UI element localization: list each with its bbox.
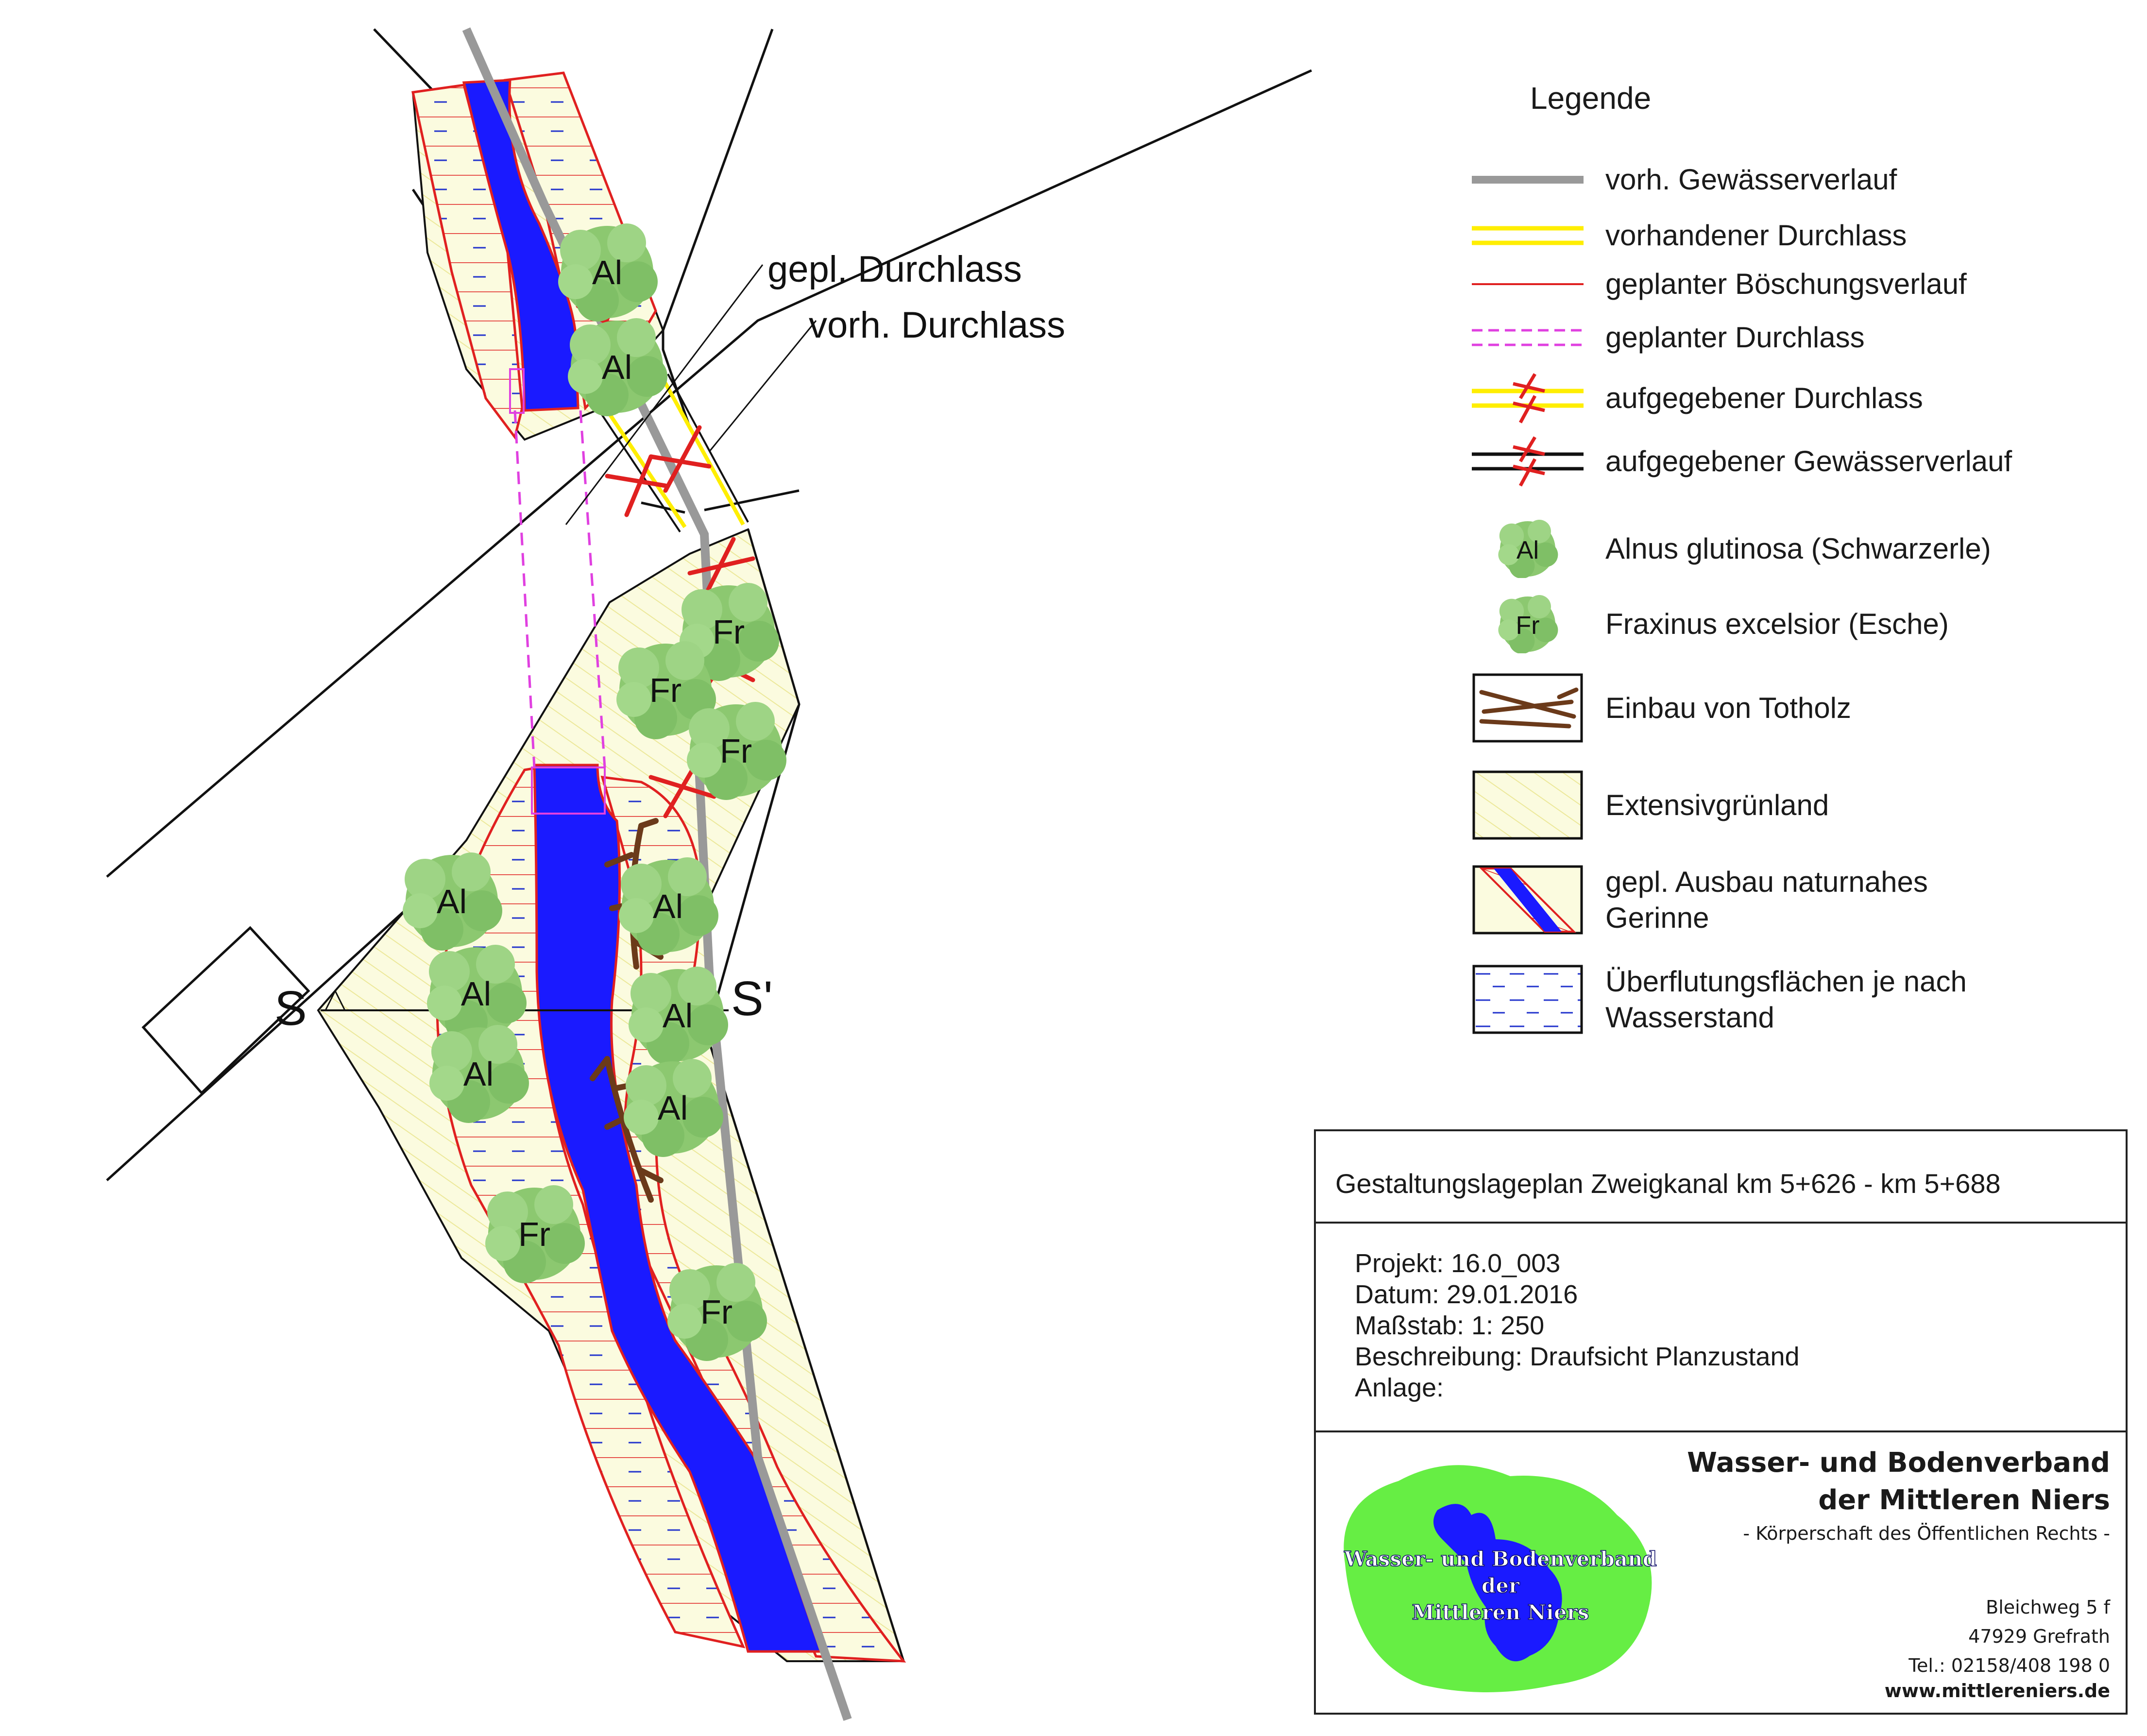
tree-fraxinus: Fr — [667, 1263, 767, 1361]
alnus-tree-icon: Al — [1498, 520, 1558, 578]
organization-logo: Wasser- und Bodenverband der Mittleren N… — [1343, 1465, 1657, 1692]
tree-alnus: Al — [629, 967, 728, 1065]
tree-alnus: Al — [403, 852, 502, 951]
magenta-dashed-icon — [1472, 329, 1584, 346]
tree-fraxinus: Fr — [680, 583, 779, 681]
svg-text:Al: Al — [653, 887, 683, 925]
deadwood-lower — [590, 1056, 664, 1203]
svg-text:Mittleren Niers: Mittleren Niers — [1412, 1600, 1589, 1624]
tree-alnus: Al — [624, 1059, 723, 1157]
abandoned-watercourse-icon — [1472, 436, 1584, 487]
organization-area: Wasser- und Bodenverband der Mittleren N… — [1316, 1432, 2126, 1717]
legend-item: Al Alnus glutinosa (Schwarzerle) — [1472, 520, 2103, 578]
legend-item: gepl. Ausbau naturnahes Gerinne — [1472, 865, 2103, 935]
legend-item: geplanter Böschungsverlauf — [1472, 255, 2103, 313]
svg-text:Al: Al — [1517, 536, 1539, 564]
tree-alnus: Al — [558, 223, 658, 322]
existing-culvert-label: vorh. Durchlass — [809, 305, 1065, 346]
datum: Datum: 29.01.2016 — [1355, 1280, 1578, 1309]
website-link[interactable]: www.mittlereniers.de — [1884, 1680, 2110, 1702]
planned-culvert — [513, 410, 606, 768]
legend-item: Überflutungsflächen je nach Wasserstand — [1472, 964, 2103, 1035]
svg-text:Al: Al — [437, 883, 467, 920]
legend-item: vorh. Gewässerverlauf — [1472, 151, 2103, 209]
grassland-icon — [1472, 770, 1583, 840]
planned-culvert-label: gepl. Durchlass — [767, 249, 1022, 290]
tree-alnus: Al — [427, 945, 527, 1043]
deadwood-icon — [1472, 673, 1583, 743]
grey-line-icon — [1472, 176, 1584, 184]
svg-text:Fr: Fr — [518, 1215, 550, 1253]
legend-item: Einbau von Totholz — [1472, 673, 2103, 743]
svg-text:Al: Al — [592, 254, 622, 291]
tree-fraxinus: Fr — [485, 1185, 585, 1283]
red-line-icon — [1472, 283, 1584, 285]
tree-alnus: Al — [619, 857, 718, 955]
plan-metadata: Projekt: 16.0_003 Datum: 29.01.2016 Maßs… — [1316, 1224, 2126, 1432]
org-name: Wasser- und Bodenverband der Mittleren N… — [1687, 1447, 2110, 1544]
legend-item: aufgegebener Gewässerverlauf — [1472, 432, 2103, 491]
plan-title: Gestaltungslageplan Zweigkanal km 5+626 … — [1316, 1131, 2126, 1224]
svg-text:Fr: Fr — [1516, 612, 1539, 640]
abandoned-culvert-icon — [1472, 373, 1584, 424]
legend-item: Fr Fraxinus excelsior (Esche) — [1472, 595, 2103, 653]
svg-text:Wasser- und Bodenverband: Wasser- und Bodenverband — [1344, 1547, 1657, 1571]
svg-text:der: der — [1482, 1574, 1520, 1598]
svg-text:Al: Al — [658, 1089, 688, 1127]
tree-fraxinus: Fr — [687, 702, 786, 800]
channel-icon — [1472, 865, 1583, 935]
svg-text:Fr: Fr — [700, 1293, 733, 1331]
existing-culvert — [600, 378, 745, 528]
svg-text:Fr: Fr — [649, 671, 682, 709]
svg-text:Al: Al — [461, 975, 491, 1013]
anlage: Anlage: — [1355, 1373, 1444, 1402]
massstab: Maßstab: 1: 250 — [1355, 1311, 1545, 1340]
legend-item: Extensivgrünland — [1472, 770, 2103, 840]
svg-text:Al: Al — [463, 1055, 494, 1093]
flood-area-icon — [1472, 965, 1583, 1034]
section-end-label: S' — [731, 971, 773, 1026]
svg-text:Fr: Fr — [713, 613, 745, 651]
legend-item: geplanter Durchlass — [1472, 308, 2103, 367]
svg-text:Fr: Fr — [720, 732, 752, 770]
leader-lines — [565, 264, 817, 525]
legend-title: Legende — [1530, 81, 1652, 116]
fraxinus-tree-icon: Fr — [1498, 595, 1558, 653]
projekt: Projekt: 16.0_003 — [1355, 1249, 1561, 1278]
org-address: Bleichweg 5 f 47929 Grefrath Tel.: 02158… — [1884, 1597, 2110, 1702]
building — [141, 926, 310, 1095]
tree-alnus: Al — [568, 318, 667, 416]
tree-alnus: Al — [429, 1025, 529, 1123]
svg-text:Al: Al — [602, 348, 632, 386]
yellow-double-line-icon — [1472, 226, 1584, 245]
legend-item: vorhandener Durchlass — [1472, 206, 2103, 265]
svg-text:Al: Al — [663, 997, 693, 1035]
tree-fraxinus: Fr — [616, 641, 716, 739]
legend-item: aufgegebener Durchlass — [1472, 369, 2103, 427]
beschreibung: Beschreibung: Draufsicht Planzustand — [1355, 1342, 1800, 1371]
title-block: Gestaltungslageplan Zweigkanal km 5+626 … — [1314, 1129, 2128, 1715]
section-start-label: S — [274, 981, 307, 1036]
